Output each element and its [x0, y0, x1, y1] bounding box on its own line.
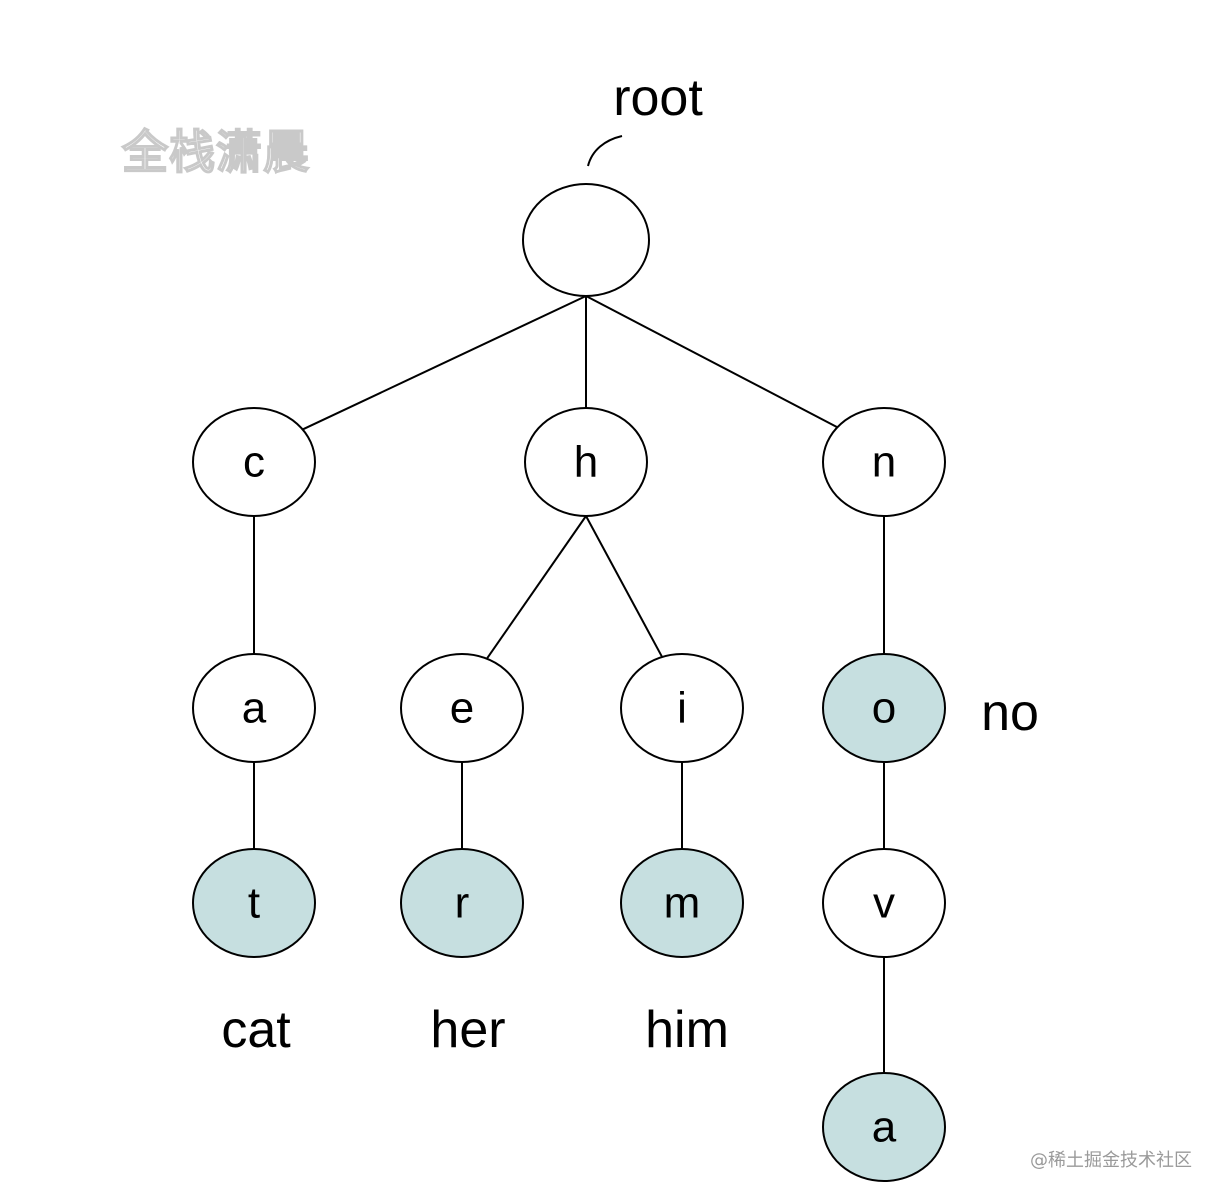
trie-node-n: n [822, 407, 946, 517]
terminal-node-circle [822, 653, 946, 763]
node-label-e: e [450, 684, 474, 733]
node-label-c: c [243, 438, 265, 487]
watermark-top-left: 全栈潇晨 [121, 124, 310, 180]
node-label-t: t [248, 879, 260, 928]
trie-node-v: v [822, 848, 946, 958]
trie-node-a1: a [192, 653, 316, 763]
root-pointer-curve [587, 135, 623, 167]
root-label: root [613, 69, 703, 127]
word-label-her: her [430, 1001, 505, 1059]
terminal-node-circle [620, 848, 744, 958]
node-label-a2: a [872, 1103, 897, 1152]
edge-h-i [585, 515, 663, 658]
root-node [522, 183, 650, 297]
node-circle [522, 183, 650, 297]
node-circle [620, 653, 744, 763]
watermark-bottom-right: @稀土掘金技术社区 [1030, 1150, 1192, 1171]
node-label-v: v [873, 879, 895, 928]
node-label-r: r [455, 879, 470, 928]
terminal-node-circle [822, 1072, 946, 1182]
node-circle [192, 407, 316, 517]
word-label-cat: cat [221, 1001, 291, 1059]
trie-node-o: o [822, 653, 946, 763]
trie-node-t: t [192, 848, 316, 958]
node-label-a1: a [242, 684, 267, 733]
word-label-no: no [981, 684, 1039, 742]
node-label-i: i [677, 684, 687, 733]
trie-node-i: i [620, 653, 744, 763]
edge-root-n [585, 295, 838, 429]
trie-node-r: r [400, 848, 524, 958]
node-label-m: m [664, 879, 701, 928]
terminal-node-circle [192, 848, 316, 958]
words-layer: cat her him no [221, 684, 1039, 1059]
terminal-node-circle [400, 848, 524, 958]
trie-node-h: h [524, 407, 648, 517]
trie-node-a2: a [822, 1072, 946, 1182]
edges-layer [253, 295, 885, 1073]
word-label-him: him [645, 1001, 729, 1059]
node-circle [822, 848, 946, 958]
trie-node-m: m [620, 848, 744, 958]
node-label-n: n [872, 438, 896, 487]
node-label-h: h [574, 438, 598, 487]
node-circle [822, 407, 946, 517]
nodes-layer: c h n a e i o t r m v a [192, 183, 946, 1182]
edge-root-c [302, 295, 587, 431]
node-circle [524, 407, 648, 517]
node-label-o: o [872, 684, 896, 733]
node-circle [192, 653, 316, 763]
node-circle [400, 653, 524, 763]
edge-h-e [486, 515, 587, 660]
trie-node-c: c [192, 407, 316, 517]
trie-node-e: e [400, 653, 524, 763]
